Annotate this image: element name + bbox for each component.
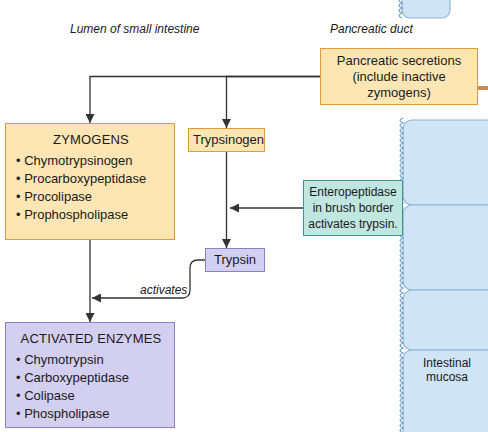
epithelial-cell: [403, 350, 488, 432]
epithelial-cell: [403, 205, 488, 290]
list-heading: ACTIVATED ENZYMES: [16, 330, 166, 348]
node-text: Trypsinogen: [193, 132, 260, 148]
list-item: • Carboxypeptidase: [16, 369, 166, 387]
brush-border: [399, 0, 402, 18]
list-item: • Procolipase: [16, 188, 166, 206]
flow-arrow: [227, 77, 321, 129]
list-item: • Prophospholipase: [16, 206, 166, 224]
activation-arrow: [92, 260, 205, 298]
list-item: • Phospholipase: [16, 405, 166, 423]
activation-arrow: [230, 207, 303, 208]
list-item: • Procarboxypeptidase: [16, 170, 166, 188]
tissue-label: Intestinal mucosa: [410, 356, 484, 384]
flow-arrow: [90, 77, 320, 124]
epithelial-cell: [402, 0, 450, 18]
process-box: Trypsin: [205, 248, 265, 272]
source-box: Pancreatic secretions (include inactive …: [320, 48, 478, 105]
node-text: Trypsin: [210, 252, 260, 268]
list-item: • Colipase: [16, 387, 166, 405]
region-label: Lumen of small intestine: [70, 22, 240, 36]
epithelial-cell: [403, 290, 488, 350]
node-text: Pancreatic secretions (include inactive …: [325, 53, 473, 101]
enzyme-list-box: ACTIVATED ENZYMES • Chymotrypsin• Carboxy…: [5, 322, 175, 428]
arrow-label: activates: [140, 283, 200, 297]
list-item: • Chymotrypsinogen: [16, 152, 166, 170]
list-item: • Chymotrypsin: [16, 351, 166, 369]
region-label: Pancreatic duct: [330, 22, 450, 36]
enzyme-note-box: Enteropeptidase in brush border activate…: [303, 180, 403, 236]
process-box: Trypsinogen: [188, 128, 265, 152]
brush-border: [400, 118, 403, 432]
epithelial-cell: [403, 120, 488, 205]
zymogen-list-box: ZYMOGENS • Chymotrypsinogen• Procarboxype…: [5, 123, 175, 240]
flow-arrow: [89, 240, 90, 322]
list-heading: ZYMOGENS: [16, 131, 166, 149]
flow-arrow: [226, 152, 227, 248]
node-text: Enteropeptidase in brush border activate…: [308, 184, 398, 232]
